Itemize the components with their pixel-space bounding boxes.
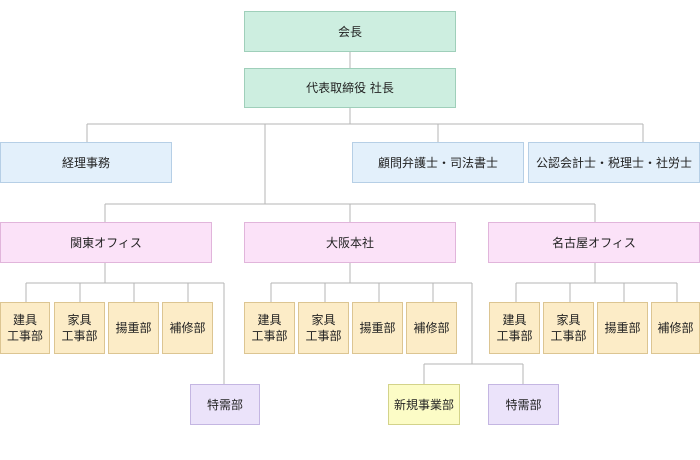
osaka-dept-repair: 補修部	[406, 302, 457, 354]
osaka-dept-fittings: 建具工事部	[244, 302, 295, 354]
president-box: 代表取締役 社長	[244, 68, 456, 108]
osaka-hq-box: 大阪本社	[244, 222, 456, 263]
dept-label-line1: 家具	[311, 313, 336, 327]
nagoya-office-box: 名古屋オフィス	[488, 222, 700, 263]
dept-label-line1: 家具	[67, 313, 92, 327]
nagoya-dept-fittings: 建具工事部	[489, 302, 540, 354]
osaka-new-business-box: 新規事業部	[388, 384, 460, 425]
kanto-office-box: 関東オフィス	[0, 222, 212, 263]
kanto-dept-furniture: 家具工事部	[54, 302, 105, 354]
kanto-dept-lifting: 揚重部	[108, 302, 159, 354]
president-label: 代表取締役 社長	[306, 81, 394, 95]
accounting-label: 経理事務	[61, 155, 110, 170]
nagoya-dept-furniture: 家具工事部	[543, 302, 594, 354]
dept-label-line2: 工事部	[305, 329, 342, 343]
chairman-box: 会長	[244, 11, 456, 52]
kanto-special-dept-label: 特需部	[206, 397, 243, 412]
advisor-label: 顧問弁護士・司法書士	[377, 155, 498, 170]
advisor-box: 顧問弁護士・司法書士	[352, 142, 524, 183]
dept-label-line1: 揚重部	[359, 321, 396, 335]
osaka-dept-furniture: 家具工事部	[298, 302, 349, 354]
dept-label-line2: 工事部	[6, 329, 43, 343]
dept-label-line1: 建具	[502, 313, 527, 327]
dept-label-line1: 建具	[12, 313, 37, 327]
dept-label-line1: 揚重部	[115, 321, 152, 335]
kanto-dept-fittings: 建具工事部	[0, 302, 50, 354]
osaka-special-dept-label: 特需部	[505, 397, 542, 412]
kanto-office-label: 関東オフィス	[70, 235, 142, 250]
nagoya-dept-repair: 補修部	[651, 302, 700, 354]
kanto-dept-repair: 補修部	[162, 302, 213, 354]
osaka-special-dept-box: 特需部	[488, 384, 559, 425]
osaka-dept-lifting: 揚重部	[352, 302, 403, 354]
dept-label-line1: 補修部	[657, 321, 694, 335]
cpa-label: 公認会計士・税理士・社労士	[535, 155, 692, 170]
osaka-new-business-label: 新規事業部	[393, 397, 454, 412]
dept-label-line2: 工事部	[496, 329, 533, 343]
dept-label-line1: 補修部	[413, 321, 450, 335]
nagoya-office-label: 名古屋オフィス	[552, 235, 636, 250]
nagoya-dept-lifting: 揚重部	[597, 302, 648, 354]
dept-label-line2: 工事部	[550, 329, 587, 343]
osaka-hq-label: 大阪本社	[325, 235, 374, 250]
kanto-special-dept-box: 特需部	[190, 384, 260, 425]
dept-label-line1: 家具	[556, 313, 581, 327]
accounting-box: 経理事務	[0, 142, 172, 183]
chairman-label: 会長	[337, 24, 362, 39]
dept-label-line1: 補修部	[169, 321, 206, 335]
dept-label-line2: 工事部	[251, 329, 288, 343]
dept-label-line1: 建具	[257, 313, 282, 327]
cpa-box: 公認会計士・税理士・社労士	[528, 142, 700, 183]
dept-label-line2: 工事部	[61, 329, 98, 343]
dept-label-line1: 揚重部	[604, 321, 641, 335]
